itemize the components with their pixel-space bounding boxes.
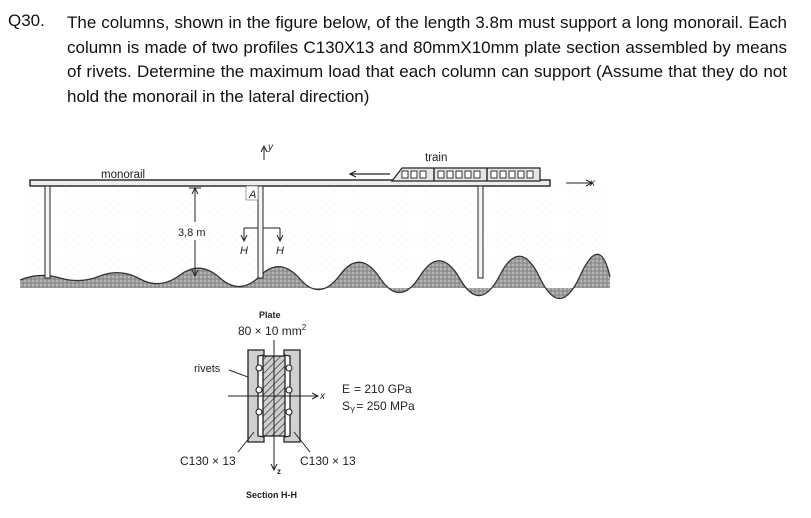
section-mark-left: H bbox=[240, 245, 248, 257]
y-axis-label: y bbox=[267, 142, 274, 153]
section-mark-right: H bbox=[276, 245, 284, 257]
height-label: 3,8 m bbox=[178, 227, 206, 239]
height-dimension bbox=[189, 186, 201, 278]
point-a-label: A bbox=[248, 189, 256, 201]
ground bbox=[19, 253, 611, 299]
plate-dimensions: 80 × 10 mm2 bbox=[238, 323, 307, 338]
column-middle bbox=[257, 185, 264, 279]
x-axis-label: x bbox=[589, 178, 596, 189]
section-x-label: x bbox=[319, 391, 326, 402]
train-label: train bbox=[425, 152, 447, 164]
y-axis-arrow bbox=[260, 144, 268, 160]
plate-title: Plate bbox=[259, 310, 281, 320]
question-text: The columns, shown in the figure below, … bbox=[67, 13, 787, 106]
column-left bbox=[44, 185, 51, 279]
section-axes bbox=[228, 340, 320, 472]
modulus-label: E= 210 GPa bbox=[342, 382, 412, 396]
x-axis-arrow bbox=[566, 179, 594, 187]
section-z-label: z bbox=[277, 467, 281, 476]
monorail-label: monorail bbox=[101, 169, 145, 181]
section-caption: Section H-H bbox=[246, 490, 297, 500]
monorail-beam bbox=[29, 179, 551, 187]
section-cut-markers bbox=[240, 227, 284, 243]
point-a-box bbox=[245, 185, 259, 201]
column-right bbox=[477, 185, 484, 279]
rivets-label: rivets bbox=[194, 363, 221, 375]
channel-left-label: C130 × 13 bbox=[180, 454, 236, 468]
direction-arrow bbox=[348, 170, 390, 178]
c-right-leader bbox=[293, 431, 311, 453]
train-body bbox=[390, 167, 541, 182]
yield-strength-label: SY= 250 MPa bbox=[342, 399, 415, 415]
channel-right-label: C130 × 13 bbox=[300, 454, 356, 468]
c-left-leader bbox=[237, 431, 255, 453]
question-number: Q30. bbox=[8, 11, 45, 30]
